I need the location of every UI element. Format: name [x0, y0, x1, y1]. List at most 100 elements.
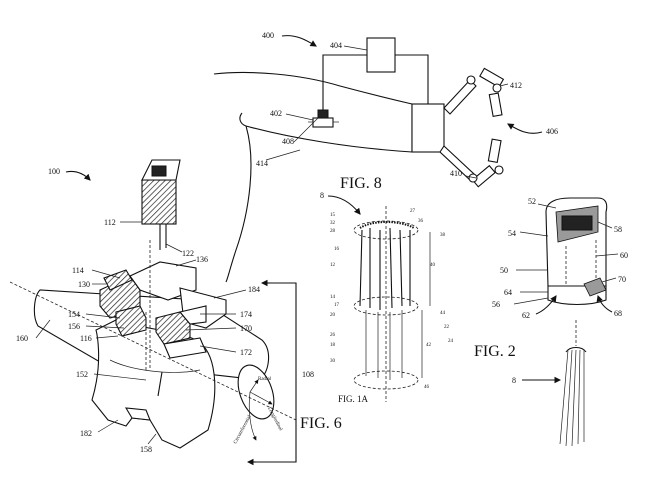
figure-6: 100 Radial Longitudinal [9, 159, 342, 466]
needle-bundle [359, 227, 411, 380]
finger-lower-tip [487, 138, 502, 164]
controller-wire-right [395, 54, 429, 104]
ref-62: 62 [522, 311, 530, 320]
ref-52: 52 [528, 197, 536, 206]
longitudinal-axis [249, 391, 273, 405]
ref-160: 160 [16, 334, 28, 343]
ref-406: 406 [546, 127, 558, 136]
cap-136 [129, 261, 197, 301]
ref-408: 408 [282, 137, 294, 146]
ref-60: 60 [620, 251, 628, 260]
figure-2: 52 54 58 60 50 70 64 56 62 68 8 FIG. 2 [474, 197, 628, 447]
device-406-arrow [507, 123, 543, 134]
ref-30: 30 [330, 359, 336, 364]
figure-1a: 8 15 32 28 27 36 38 16 12 40 14 17 20 44… [320, 191, 454, 404]
ref-28: 28 [330, 229, 336, 234]
ref-122: 122 [182, 249, 194, 258]
tube-end-right [237, 364, 275, 420]
ref-108: 108 [302, 370, 314, 379]
ref-68: 68 [614, 309, 622, 318]
axis-circumferential-label: Circumferential [233, 414, 253, 445]
ref-40: 40 [430, 263, 436, 268]
housing-112 [141, 179, 177, 225]
ref-32: 32 [330, 221, 336, 226]
ref-70: 70 [618, 275, 626, 284]
ref-112: 112 [104, 218, 116, 227]
finger-upper-link [479, 67, 505, 88]
centre-axis [9, 281, 297, 421]
ref-152: 152 [76, 370, 88, 379]
ref-1a-8: 8 [320, 191, 324, 200]
ref-20: 20 [330, 313, 336, 318]
figure-8: 400 404 402 408 414 410 412 406 FIG. 8 [213, 31, 558, 283]
array-mid-ring [353, 296, 419, 316]
tip-70 [583, 277, 607, 297]
arm-continuation [225, 125, 252, 283]
axis-radial-label: Radial [258, 377, 272, 382]
ref-27: 27 [410, 209, 416, 214]
grip-window [561, 215, 593, 231]
ref-174: 174 [240, 310, 252, 319]
ref-15: 15 [330, 213, 336, 218]
ref-14: 14 [330, 295, 336, 300]
ref-410: 410 [450, 169, 462, 178]
fig6-title: FIG. 6 [300, 415, 342, 432]
ref-22: 22 [444, 325, 450, 330]
array-top-ring [353, 220, 419, 240]
circumferential-axis [248, 391, 257, 441]
controller-wire-left [322, 54, 367, 110]
finger-lower-link [471, 164, 496, 188]
ref-18: 18 [330, 343, 336, 348]
axis-longitudinal-label: Longitudinal [266, 407, 283, 433]
ref-12: 12 [330, 263, 336, 268]
seat-174 [179, 305, 207, 325]
ref-136: 136 [196, 255, 208, 264]
ref-130: 130 [78, 280, 90, 289]
fig2-needle-array [559, 320, 587, 447]
ref-158: 158 [140, 445, 152, 454]
ref-50: 50 [500, 266, 508, 275]
ref-414: 414 [256, 159, 268, 168]
ref-156: 156 [68, 322, 80, 331]
ref-64: 64 [504, 288, 512, 297]
wall-172 [163, 337, 207, 359]
notch-182 [124, 407, 151, 421]
ref-38: 38 [440, 233, 446, 238]
ref-36: 36 [418, 219, 424, 224]
electrode [317, 109, 329, 119]
radial-axis [249, 379, 259, 393]
ref-400: 400 [262, 31, 274, 40]
ref-54: 54 [508, 229, 516, 238]
sensor-pad [312, 117, 334, 128]
ref-114: 114 [72, 266, 84, 275]
ref-412: 412 [510, 81, 522, 90]
controller-box [366, 37, 396, 73]
system-400-arrow [281, 35, 317, 47]
ref-fig2-8: 8 [512, 376, 516, 385]
ref-100: 100 [48, 167, 60, 176]
ref-44: 44 [440, 311, 446, 316]
housing-window [151, 165, 167, 177]
fig2-title: FIG. 2 [474, 343, 516, 360]
rings-154-156 [115, 305, 147, 337]
forearm-outline [213, 71, 413, 105]
fig1a-title: FIG. 1A [338, 394, 369, 404]
ref-17: 17 [334, 303, 340, 308]
ref-42: 42 [426, 343, 432, 348]
ref-170: 170 [240, 324, 252, 333]
ref-24: 24 [448, 339, 454, 344]
bracket-108 [248, 282, 297, 463]
channel-152 [157, 371, 163, 397]
flange-130 [103, 269, 133, 291]
fig8-title: FIG. 8 [340, 175, 382, 192]
ref-402: 402 [270, 109, 282, 118]
forearm-underside [239, 112, 413, 153]
ref-172: 172 [240, 348, 252, 357]
ref-26: 26 [330, 333, 336, 338]
ref-56: 56 [492, 300, 500, 309]
gripper-upper-arm [443, 79, 477, 115]
ref-46: 46 [424, 385, 430, 390]
ref-16: 16 [334, 247, 340, 252]
finger-upper-tip [488, 92, 503, 117]
